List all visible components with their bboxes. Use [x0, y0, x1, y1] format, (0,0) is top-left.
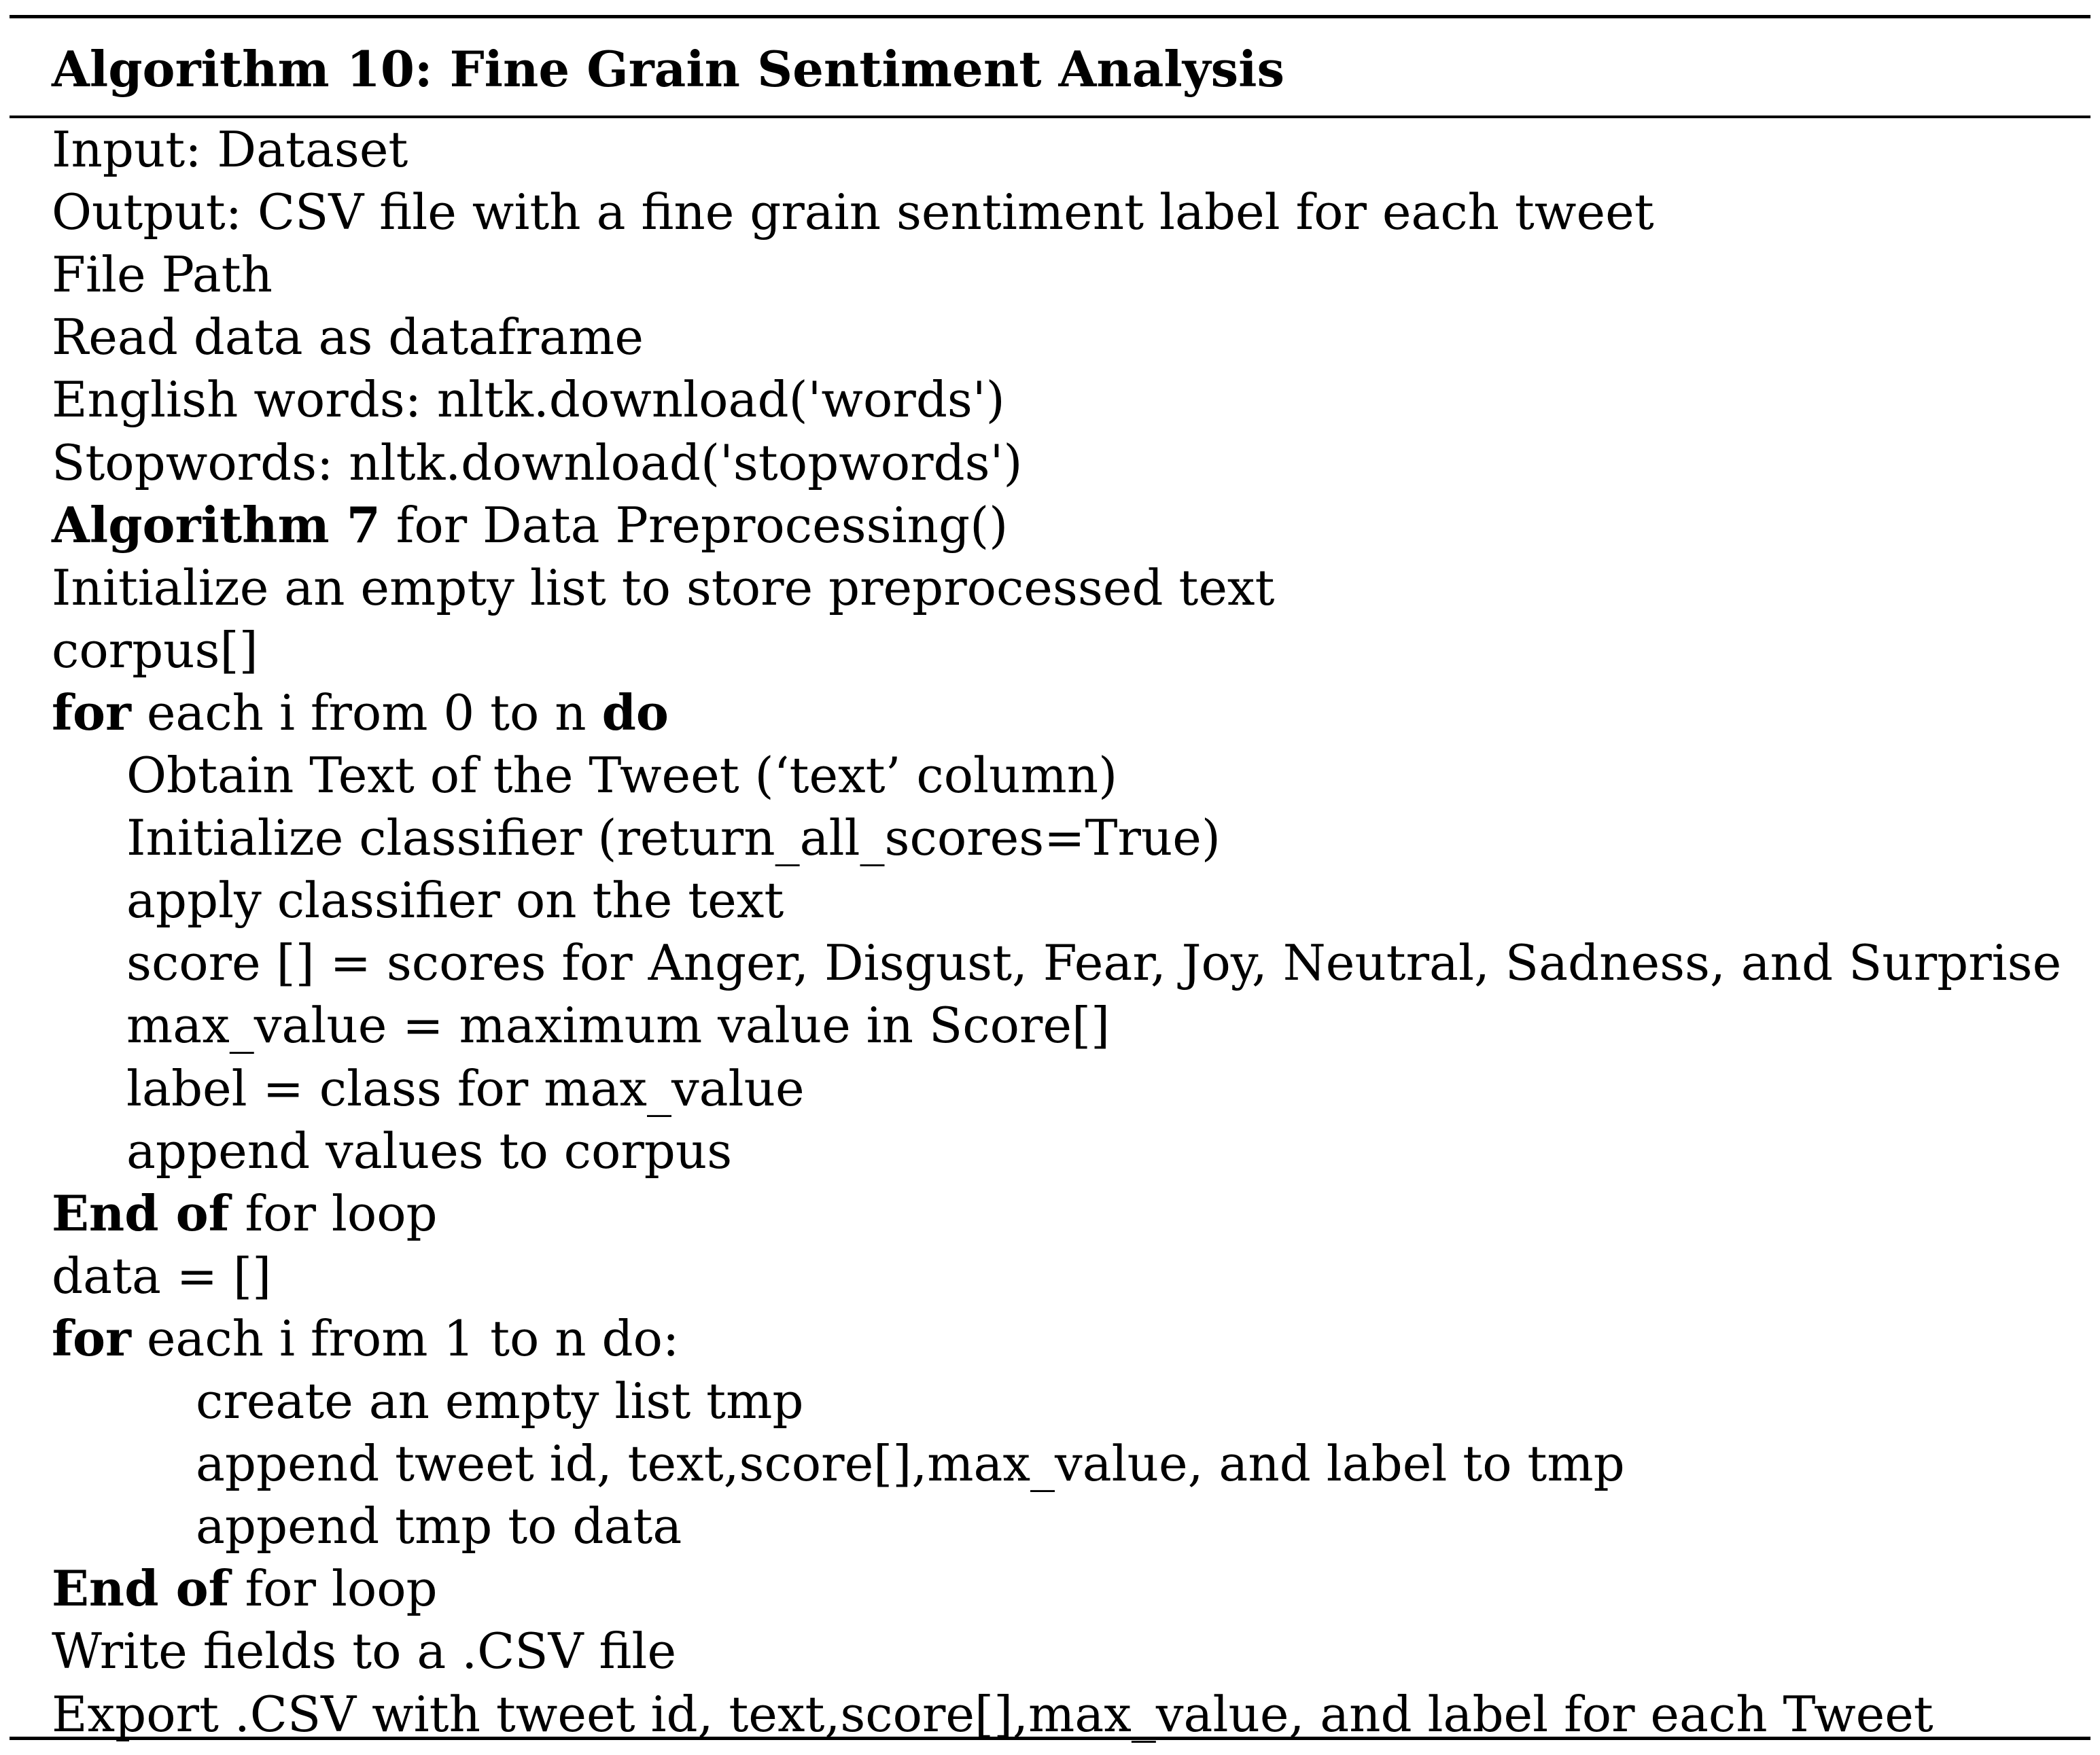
keyword: for [52, 683, 131, 741]
line-text: each i from 1 to n do: [130, 1309, 680, 1367]
algorithm-line: data = [] [52, 1245, 271, 1307]
keyword: Algorithm 7 [52, 495, 381, 554]
algorithm-title: Algorithm 10: Fine Grain Sentiment Analy… [52, 40, 1284, 98]
line-text: each i from 0 to n [130, 684, 602, 741]
algorithm-line: append values to corpus [126, 1120, 732, 1182]
header-rule [10, 116, 2090, 118]
algorithm-line: Export .CSV with tweet id, text,score[],… [52, 1683, 1933, 1745]
line-text: Obtain Text of the Tweet (‘text’ column) [126, 747, 1118, 804]
line-text: Write fields to a .CSV file [52, 1623, 677, 1680]
keyword: End of [52, 1559, 230, 1618]
keyword: for [52, 1309, 131, 1367]
line-text: append tweet id, text,score[],max_value,… [196, 1435, 1625, 1493]
algorithm-line: Initialize classifier (return_all_scores… [126, 806, 1221, 869]
algorithm-line: File Path [52, 243, 273, 306]
algorithm-line: append tweet id, text,score[],max_value,… [196, 1432, 1625, 1495]
line-text: data = [] [52, 1247, 272, 1305]
algorithm-line: End of for loop [52, 1182, 438, 1245]
algorithm-line: corpus[] [52, 619, 258, 681]
algorithm-line: score [] = scores for Anger, Disgust, Fe… [126, 932, 2061, 994]
line-text: for loop [229, 1560, 438, 1618]
algorithm-line: Initialize an empty list to store prepro… [52, 556, 1274, 619]
line-text: score [] = scores for Anger, Disgust, Fe… [126, 934, 2062, 992]
line-text: apply classifier on the text [126, 872, 784, 929]
line-text: Export .CSV with tweet id, text,score[],… [52, 1685, 1933, 1743]
algorithm-line: English words: nltk.download('words') [52, 368, 1005, 431]
algorithm-line: Obtain Text of the Tweet (‘text’ column) [126, 744, 1117, 806]
algorithm-line: Write fields to a .CSV file [52, 1620, 676, 1682]
algorithm-line: End of for loop [52, 1557, 438, 1620]
line-text: File Path [52, 246, 273, 304]
algorithm-line: max_value = maximum value in Score[] [126, 994, 1110, 1057]
line-text: Initialize an empty list to store prepro… [52, 559, 1275, 616]
algorithm-line: for each i from 1 to n do: [52, 1307, 679, 1370]
bottom-rule [10, 1737, 2090, 1740]
algorithm-line: Output: CSV file with a fine grain senti… [52, 181, 1654, 243]
line-text: for loop [229, 1184, 438, 1242]
algorithm-line: Input: Dataset [52, 118, 408, 181]
algorithm-line: apply classifier on the text [126, 869, 784, 932]
algorithm-line: label = class for max_value [126, 1057, 805, 1120]
line-text: English words: nltk.download('words') [52, 371, 1005, 429]
line-text: Output: CSV file with a fine grain senti… [52, 183, 1654, 241]
algorithm-line: Algorithm 7 for Data Preprocessing() [52, 494, 1008, 556]
algorithm-line: append tmp to data [196, 1495, 682, 1557]
algorithm-line: Stopwords: nltk.download('stopwords') [52, 431, 1022, 494]
top-rule [10, 15, 2090, 18]
line-text: max_value = maximum value in Score[] [126, 997, 1110, 1054]
line-text: Read data as dataframe [52, 308, 644, 366]
line-text: for Data Preprocessing() [380, 496, 1009, 554]
line-text: corpus[] [52, 621, 258, 679]
keyword: do [601, 683, 669, 741]
line-text: append values to corpus [126, 1122, 733, 1180]
line-text: create an empty list tmp [196, 1372, 804, 1430]
keyword: End of [52, 1184, 230, 1242]
line-text: append tmp to data [196, 1497, 682, 1555]
line-text: label = class for max_value [126, 1059, 805, 1117]
line-text: Stopwords: nltk.download('stopwords') [52, 433, 1023, 491]
line-text: Input: Dataset [52, 121, 408, 178]
algorithm-line: Read data as dataframe [52, 306, 644, 368]
line-text: Initialize classifier (return_all_scores… [126, 809, 1221, 867]
algorithm-line: create an empty list tmp [196, 1370, 803, 1432]
algorithm-line: for each i from 0 to n do [52, 681, 669, 744]
